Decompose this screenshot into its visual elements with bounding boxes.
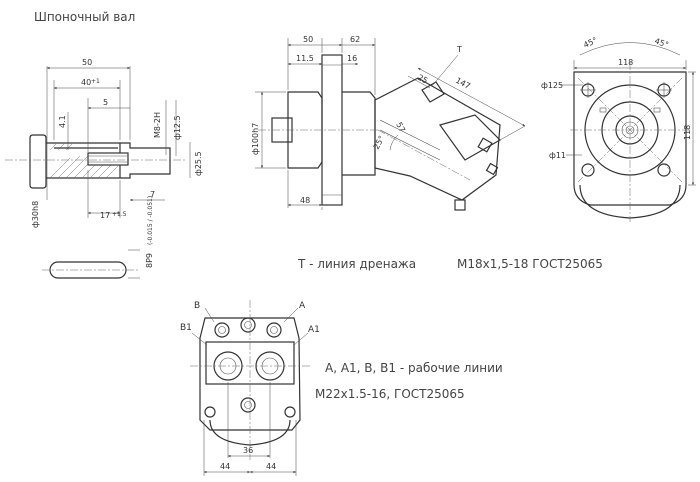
shaft-dim-50: 50 — [82, 58, 92, 67]
side-dim-62: 62 — [350, 35, 360, 44]
port-label-b: B — [194, 301, 200, 311]
shaft-detail: Шпоночный вал 50 — [5, 10, 203, 279]
shaft-dim-5: 5 — [103, 98, 108, 107]
shaft-dim-m8: M8-2H — [153, 112, 162, 138]
side-view: 50 62 11.5 16 T 25 147 57 25° ф100h7 48 — [251, 35, 526, 211]
front-dim-11: ф11 — [549, 151, 566, 160]
side-dim-100: ф100h7 — [251, 123, 260, 155]
shaft-dim-4-1: 4.1 — [58, 115, 67, 128]
front-dim-45-left: 45° — [582, 36, 599, 50]
bottom-dim-44-left: 44 — [220, 462, 230, 471]
bottom-view: B B1 A A1 36 44 44 — [180, 300, 320, 476]
port-label-a1: A1 — [308, 325, 320, 335]
front-dim-118-right: 118 — [683, 125, 692, 140]
shaft-dim-8p9: 8P9 — [145, 253, 154, 268]
side-dim-147: 147 — [454, 76, 472, 91]
note-drain-thread: M18x1,5-18 ГОСТ25065 — [457, 257, 603, 271]
shaft-dim-40-tol: +1 — [91, 78, 100, 85]
side-dim-48: 48 — [300, 196, 310, 205]
side-dim-11-5: 11.5 — [296, 54, 314, 63]
shaft-dim-12-5: ф12.5 — [173, 115, 182, 140]
shaft-dim-17-tol: +1.5 — [112, 211, 127, 218]
note-work-lines: A, A1, B, B1 - рабочие линии — [325, 361, 503, 375]
side-dim-16: 16 — [347, 54, 357, 63]
bottom-dim-44-right: 44 — [266, 462, 276, 471]
bottom-dim-36: 36 — [243, 446, 253, 455]
shaft-dim-25-5: ф25.5 — [194, 151, 203, 176]
side-dim-50: 50 — [303, 35, 313, 44]
side-dim-t: T — [456, 45, 462, 54]
note-drain: T - линия дренажа — [297, 257, 416, 271]
front-dim-118-top: 118 — [618, 58, 633, 67]
shaft-dim-17: 17 — [100, 211, 110, 220]
front-dim-45-right: 45° — [653, 36, 669, 49]
port-label-a: A — [299, 301, 306, 311]
shaft-dim-8p9-tol: (-0.015 / -0.051) — [147, 196, 154, 245]
bottom-bolts — [204, 317, 296, 418]
port-label-b1: B1 — [180, 323, 192, 333]
side-dim-57: 57 — [394, 121, 407, 134]
shaft-dim-30: ф30h8 — [31, 201, 40, 228]
shaft-dim-40: 40 — [81, 78, 91, 87]
shaft-dim-7: 7 — [150, 190, 155, 199]
side-dim-25deg: 25° — [372, 134, 387, 151]
note-work-thread: M22x1.5-16, ГОСТ25065 — [315, 387, 465, 401]
shaft-title: Шпоночный вал — [34, 10, 135, 24]
front-view: 118 45° 45° 118 ф125 ф11 — [541, 36, 696, 222]
front-dim-125: ф125 — [541, 81, 563, 90]
